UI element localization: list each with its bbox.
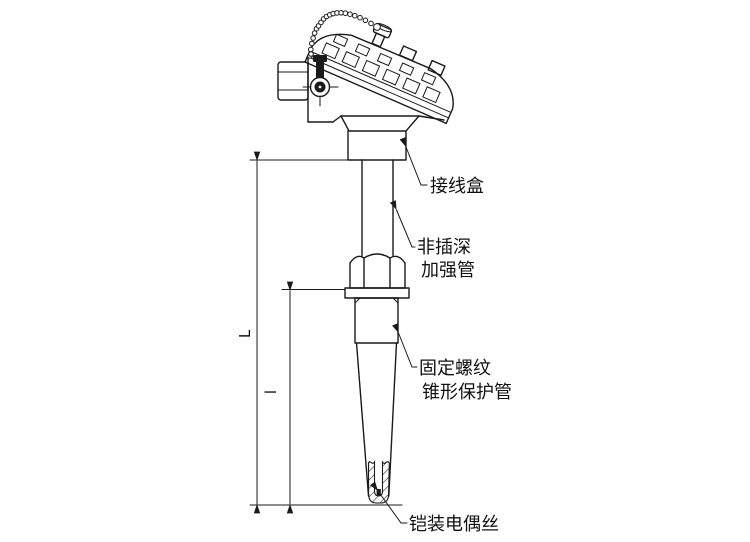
callout-armored-wire-label: 铠装电偶丝 xyxy=(409,514,499,535)
cable-gland-hex xyxy=(277,61,309,101)
callout-fixing-thread-label-1: 固定螺纹 xyxy=(419,358,491,379)
junction-box-head xyxy=(277,10,454,161)
taper-protection-tube xyxy=(355,342,398,497)
callout-junction-box-label: 接线盒 xyxy=(430,176,484,197)
dimension-label-L: L xyxy=(236,329,254,338)
callout-junction-box: 接线盒 xyxy=(399,137,484,197)
ball-chain xyxy=(307,10,381,59)
callout-fixing-thread-label-2: 锥形保护管 xyxy=(422,382,512,403)
dimension-label-l: l xyxy=(262,390,280,394)
leader-armored-wire xyxy=(369,481,408,524)
cover-lug xyxy=(398,45,418,62)
cover-rib-slots-lower xyxy=(321,42,441,104)
callout-fixing-thread: 固定螺纹 锥形保护管 xyxy=(392,323,512,403)
thread-body xyxy=(354,297,399,344)
leader-junction-box xyxy=(399,137,428,186)
leader-fixing-thread xyxy=(392,323,418,368)
cover-lug xyxy=(427,59,446,77)
leader-reinforcing-tube xyxy=(389,200,416,248)
head-cover xyxy=(304,22,454,125)
terminal-screw xyxy=(302,51,339,107)
chain-eyelet xyxy=(308,51,314,57)
callout-reinforcing-tube: 非插深 加强管 xyxy=(389,200,475,281)
callout-reinforcing-tube-label-2: 加强管 xyxy=(421,260,475,281)
callout-armored-wire: 铠装电偶丝 xyxy=(369,481,499,535)
cover-rib-slots-upper xyxy=(332,33,437,86)
dimension-annotations: L l xyxy=(236,151,407,514)
callout-reinforcing-tube-label-1: 非插深 xyxy=(417,237,471,258)
